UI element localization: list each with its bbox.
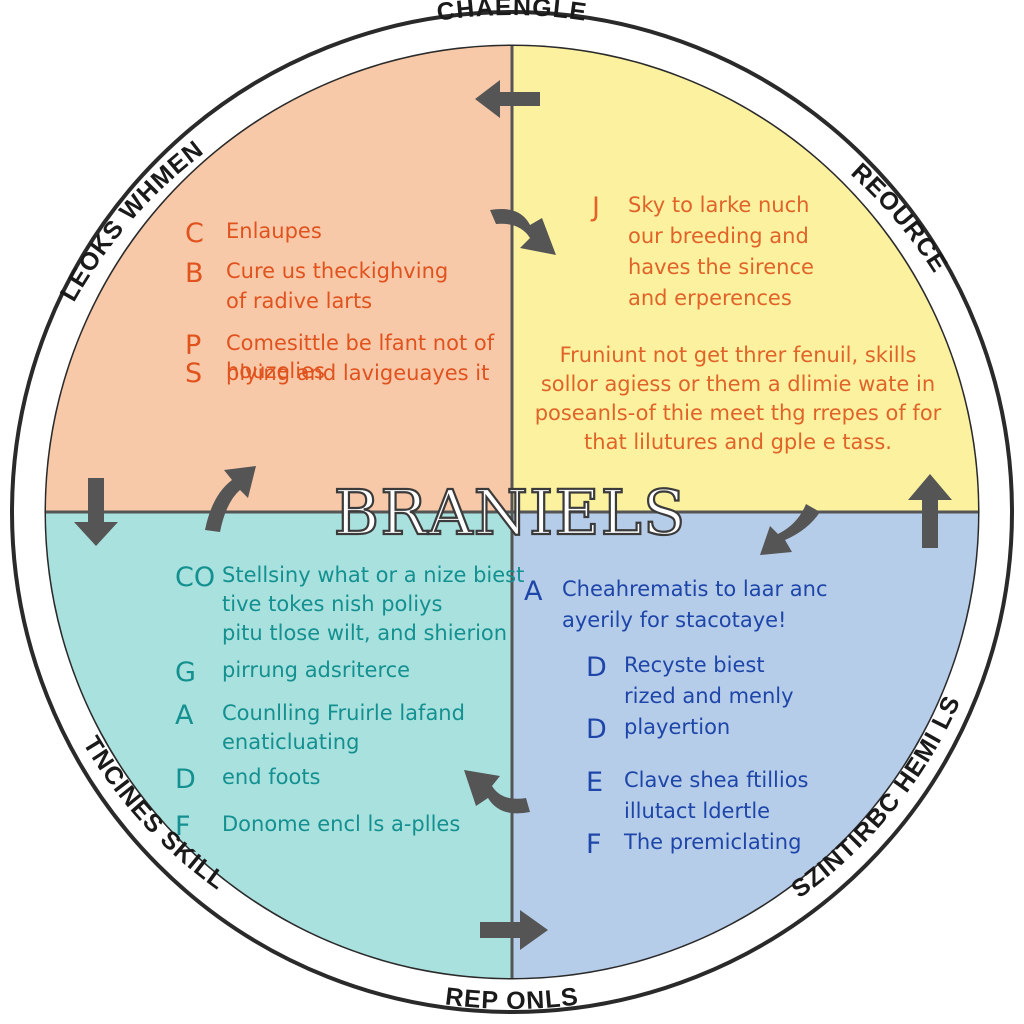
item-letter: G (175, 657, 196, 688)
paragraph-line: Fruniunt not get threr fenuil, skills (560, 343, 917, 367)
item-letter: C (185, 218, 204, 249)
item-letter: S (185, 358, 202, 389)
item-letter: F (586, 829, 602, 860)
item-text-line: Clave shea ftillios (624, 768, 809, 792)
item-text-line: Comesittle be lfant not of (226, 331, 495, 355)
item-text-line: pirrung adsriterce (222, 658, 410, 682)
paragraph-line: that lilutures and gple e tass. (584, 430, 892, 454)
item-text-line: pitu tlose wilt, and shierion (222, 621, 507, 645)
item-text-line: our breeding and (628, 224, 809, 248)
item-text-line: haves the sirence (628, 255, 814, 279)
item-text-line: Stellsiny what or a nize biest (222, 563, 524, 587)
item-text-line: and erperences (628, 286, 792, 310)
item-text-line: houzelies (226, 359, 325, 383)
item-letter: P (185, 330, 201, 361)
item-letter: J (590, 192, 600, 223)
item-text-line: Counlling Fruirle lafand (222, 701, 465, 725)
item-letter: E (586, 767, 603, 798)
center-title: BRANIELS (334, 476, 687, 549)
arrow-down-icon (74, 478, 118, 546)
paragraph-line: poseanls-of thie meet thg rrepes of for (535, 401, 942, 425)
item-letter: D (586, 652, 607, 683)
arrow-up-icon (908, 474, 952, 548)
item-text-line: Recyste biest (624, 653, 765, 677)
arrow-curve-icon (760, 504, 820, 555)
item-text-line: tive tokes nish poliys (222, 592, 442, 616)
arrows (74, 80, 952, 950)
quadrant-bottom-right-text: A Cheahrematis to laar anc ayerily for sta… (524, 576, 828, 860)
item-text-line: Enlaupes (226, 219, 322, 243)
item-text-line: The premiclating (623, 830, 801, 854)
item-text-line: rized and menly (624, 684, 794, 708)
item-text-line: Cure us theckighving (226, 259, 448, 283)
ring-label-bottom: REP ONLS (444, 982, 580, 1015)
paragraph-line: sollor agiess or them a dlimie wate in (541, 372, 935, 396)
quadrant-bottom-left-text: CO Stellsiny what or a nize biest tive tok… (175, 562, 524, 842)
item-letter: F (175, 811, 191, 842)
item-letter: B (185, 258, 204, 289)
item-text-line: Cheahrematis to laar anc (562, 577, 828, 601)
item-letter: D (175, 764, 196, 795)
item-letter: CO (175, 562, 215, 593)
arrow-right-icon (480, 910, 548, 950)
arrow-curve-icon (464, 770, 530, 814)
item-text-line: Donome encl ls a-plles (222, 812, 460, 836)
item-text-line: ayerily for stacotaye! (562, 608, 786, 632)
arrow-left-icon (475, 80, 540, 118)
item-letter: D (586, 714, 607, 745)
item-text-line: illutact ldertle (624, 799, 770, 823)
item-text-line: playertion (624, 715, 730, 739)
item-letter: A (524, 576, 543, 607)
arrow-curve-icon (205, 466, 256, 532)
item-text-line: Sky to larke nuch (628, 193, 809, 217)
item-text-line: end foots (222, 765, 321, 789)
item-letter: A (175, 700, 194, 731)
item-text-line: of radive larts (226, 289, 372, 313)
item-text-line: plying and lavigeuayes it (226, 361, 489, 385)
item-text-line: enaticluating (222, 730, 359, 754)
arrow-curve-icon (490, 209, 556, 255)
quadrant-top-right-text: J Sky to larke nuch our breeding and haves … (535, 192, 942, 454)
